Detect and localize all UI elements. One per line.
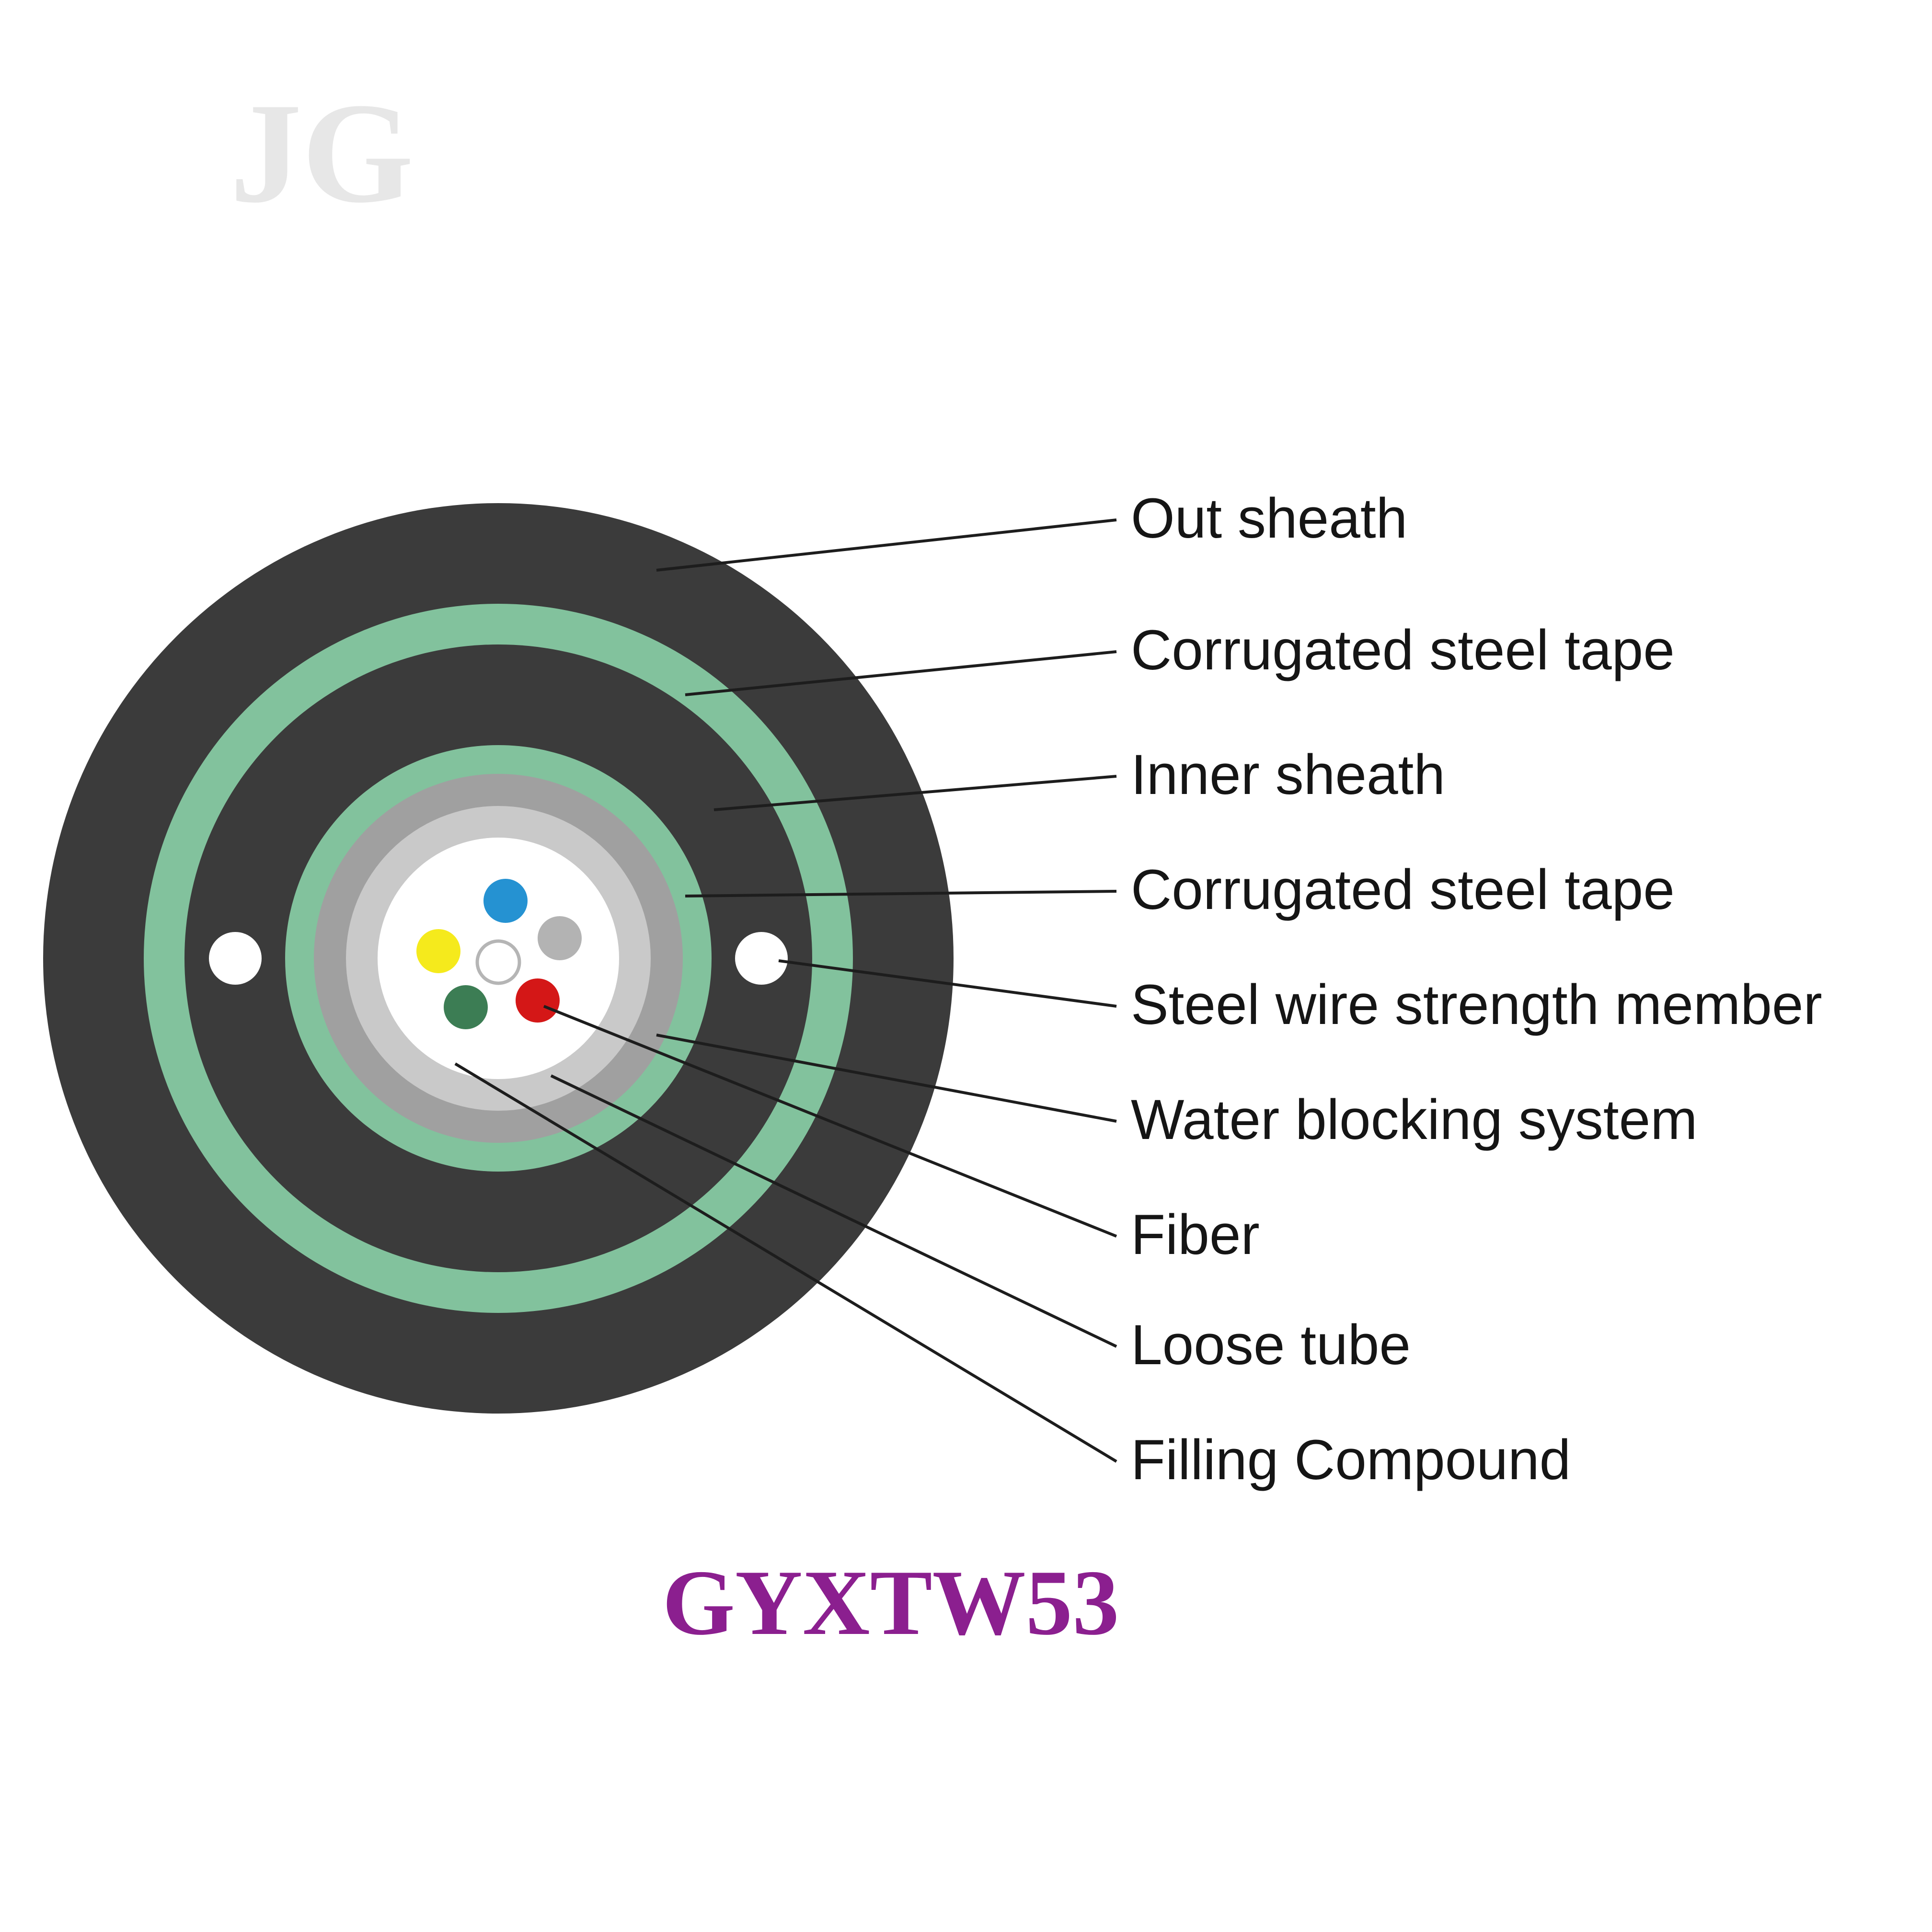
leader-line-water-blocking [656,1034,1117,1123]
leader-line-corrugated-steel-tape-outer [685,650,1117,696]
label-out-sheath: Out sheath [1131,487,1407,550]
label-water-blocking-system: Water blocking system [1131,1088,1698,1151]
fiber-dot-green [444,985,488,1029]
steel-wire-right [735,932,788,985]
leader-line-steel-wire [778,959,1117,1008]
product-model-title: GYXTW53 [662,1551,1119,1655]
fiber-dot-white [475,939,521,985]
leader-line-filling-compound [454,1062,1117,1463]
fiber-dot-yellow [416,929,460,973]
label-loose-tube: Loose tube [1131,1313,1411,1377]
fiber-dot-gray [538,916,582,960]
leader-line-inner-sheath [713,775,1117,811]
label-fiber: Fiber [1131,1203,1260,1266]
label-corrugated-steel-tape-inner: Corrugated steel tape [1131,858,1675,921]
label-corrugated-steel-tape-outer: Corrugated steel tape [1131,619,1675,682]
fiber-dot-red [516,978,560,1023]
leader-line-loose-tube [550,1074,1117,1348]
watermark: JG [230,73,414,232]
label-steel-wire-strength-member: Steel wire strength member [1131,973,1822,1036]
leader-line-fiber [543,1005,1117,1238]
label-filling-compound: Filling Compound [1131,1428,1571,1492]
label-inner-sheath: Inner sheath [1131,743,1445,806]
leader-line-out-sheath [656,518,1117,572]
fiber-dot-blue [483,879,528,923]
leader-line-corrugated-steel-tape-inner [685,890,1117,897]
steel-wire-left [209,932,262,985]
